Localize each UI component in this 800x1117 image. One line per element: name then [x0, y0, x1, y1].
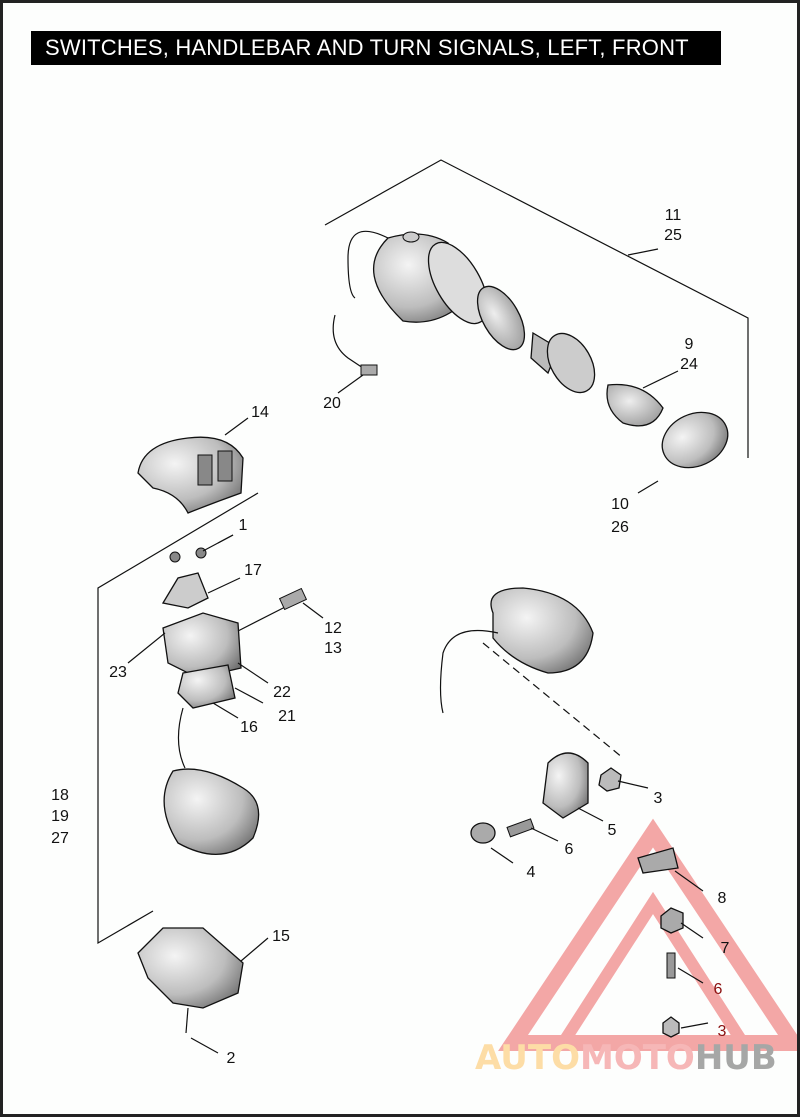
leader-lines: [127, 248, 709, 1054]
callout-9: 9: [685, 336, 694, 353]
callout-18: 18: [51, 787, 69, 804]
callout-7: 7: [721, 940, 730, 957]
callout-2: 2: [227, 1050, 236, 1067]
callout-26: 26: [611, 519, 629, 536]
callout-23: 23: [109, 664, 127, 681]
callout-22: 22: [273, 684, 291, 701]
turn-signal-right: [490, 587, 594, 674]
callout-3-lower: 3: [718, 1023, 727, 1040]
group-bracket-upper: [324, 159, 749, 458]
callout-14: 14: [251, 404, 269, 421]
callout-27: 27: [51, 830, 69, 847]
callout-24: 24: [680, 356, 698, 373]
callout-16: 16: [240, 719, 258, 736]
callout-13: 13: [324, 640, 342, 657]
switch-housing-lower: [137, 927, 244, 1009]
connector-20: [360, 364, 378, 376]
callout-6: 6: [565, 841, 574, 858]
group-bracket-left: [97, 492, 259, 945]
turn-signal-upper: [332, 230, 729, 469]
callout-20: 20: [323, 395, 341, 412]
callout-25: 25: [664, 227, 682, 244]
turn-signal-left-lower: [163, 768, 260, 855]
callout-19: 19: [51, 808, 69, 825]
callout-3: 3: [654, 790, 663, 807]
callout-21: 21: [278, 708, 296, 725]
diagram-title: SWITCHES, HANDLEBAR AND TURN SIGNALS, LE…: [31, 31, 721, 65]
callout-12: 12: [324, 620, 342, 637]
svg-text:AUTOMOTOHUB: AUTOMOTOHUB: [475, 1038, 777, 1078]
exploded-parts-diagram: AUTOMOTOHUB: [51, 159, 797, 1078]
switch-housing-upper: [137, 436, 244, 514]
callout-17: 17: [244, 562, 262, 579]
callout-11: 11: [665, 207, 682, 224]
callout-15: 15: [272, 928, 290, 945]
watermark-logo: AUTOMOTOHUB: [475, 818, 797, 1078]
switch-assembly: [162, 587, 308, 769]
callout-6-lower: 6: [714, 981, 723, 998]
callout-5: 5: [608, 822, 617, 839]
callout-4: 4: [527, 864, 536, 881]
callout-8: 8: [718, 890, 727, 907]
callout-10: 10: [611, 496, 629, 513]
callout-1: 1: [239, 517, 248, 534]
mount-bracket-5: [542, 752, 589, 819]
